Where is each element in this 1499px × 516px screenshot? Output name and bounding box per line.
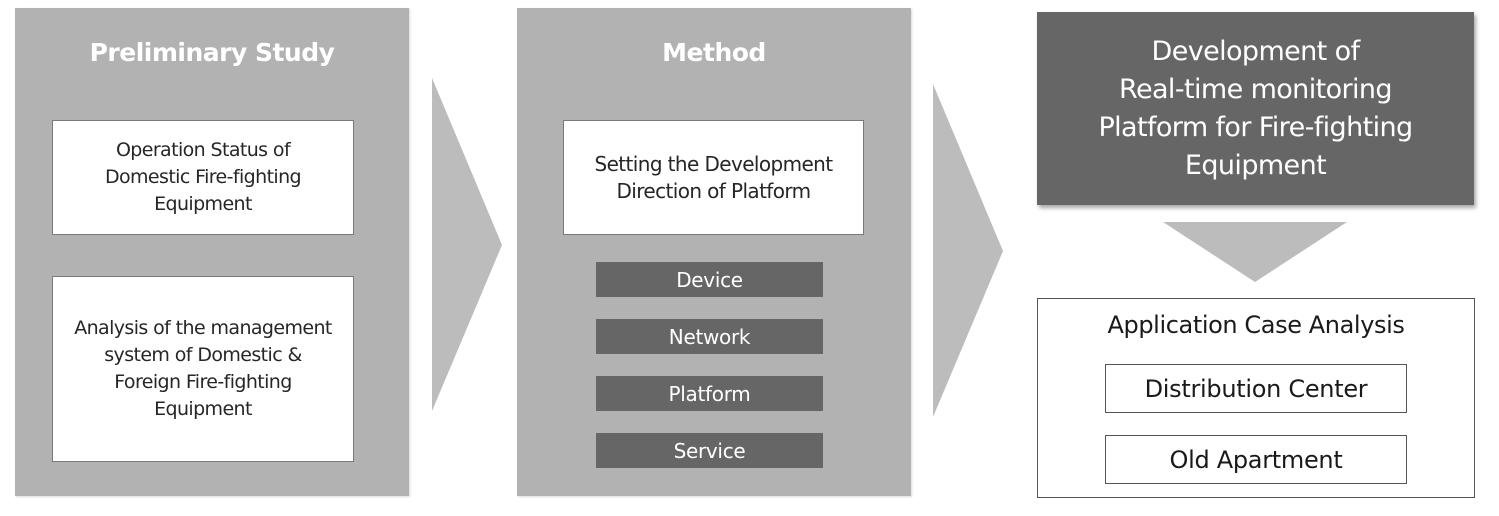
case-item-distribution-center: Distribution Center bbox=[1105, 364, 1407, 413]
arrow-down bbox=[1163, 222, 1347, 282]
method-title: Method bbox=[662, 38, 766, 67]
application-case-analysis-title: Application Case Analysis bbox=[1107, 311, 1405, 339]
arrow-right-1 bbox=[432, 78, 502, 411]
case-item-old-apartment: Old Apartment bbox=[1105, 435, 1407, 484]
method-panel: Method Setting the Development Direction… bbox=[517, 8, 911, 496]
management-system-analysis-box: Analysis of the management system of Dom… bbox=[52, 276, 354, 462]
method-item-device: Device bbox=[596, 262, 823, 297]
method-item-service: Service bbox=[596, 433, 823, 468]
preliminary-study-panel: Preliminary Study Operation Status of Do… bbox=[15, 8, 409, 496]
application-case-analysis-box: Application Case Analysis Distribution C… bbox=[1037, 298, 1475, 498]
method-item-platform: Platform bbox=[596, 376, 823, 411]
preliminary-study-title: Preliminary Study bbox=[89, 38, 335, 67]
method-item-network: Network bbox=[596, 319, 823, 354]
arrow-right-2 bbox=[933, 84, 1003, 417]
development-direction-box: Setting the Development Direction of Pla… bbox=[563, 120, 864, 235]
operation-status-box: Operation Status of Domestic Fire-fighti… bbox=[52, 120, 354, 235]
platform-development-box: Development of Real-time monitoring Plat… bbox=[1037, 12, 1474, 205]
